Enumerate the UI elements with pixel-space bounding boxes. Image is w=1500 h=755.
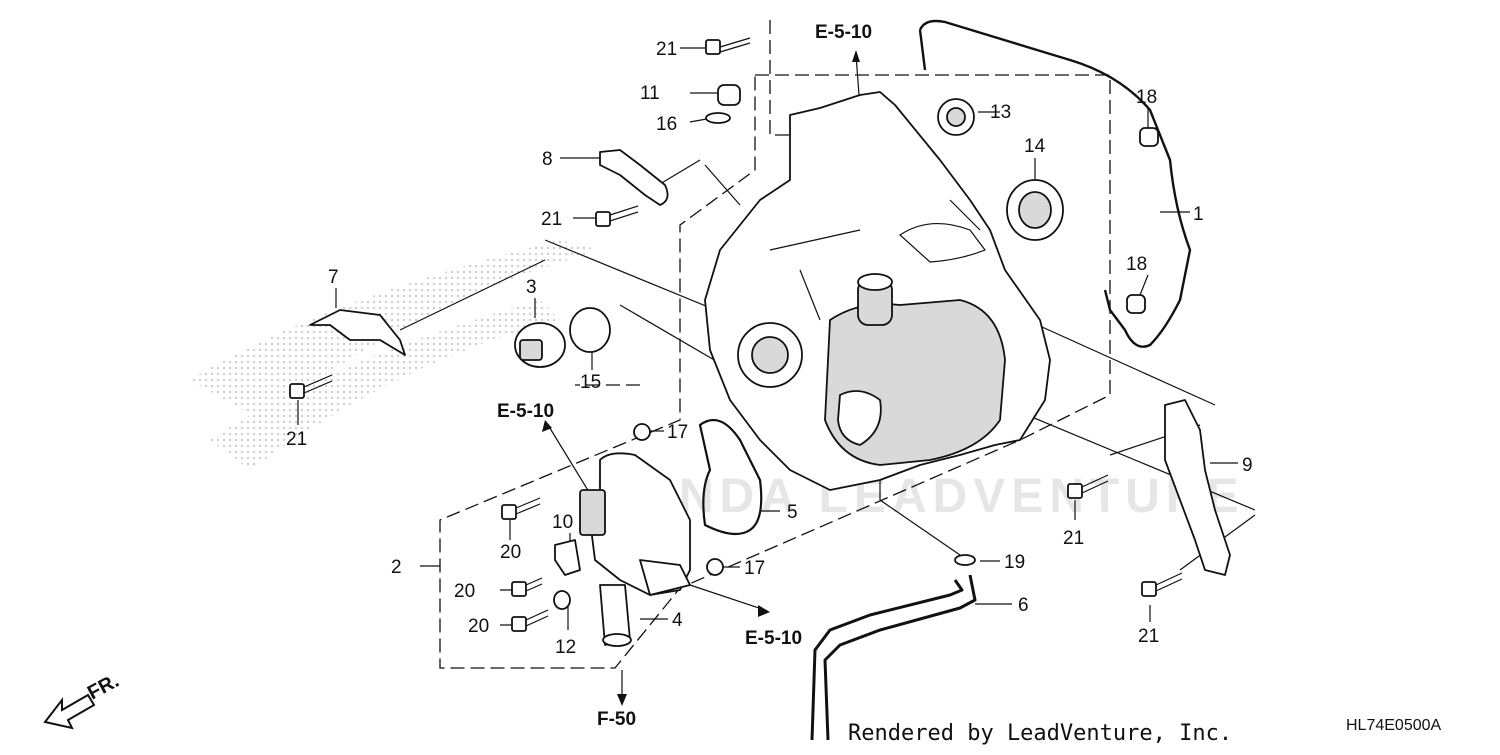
- callout-2: 2: [391, 557, 402, 578]
- plug-part-3: [514, 322, 566, 368]
- plug-part-17-top: [633, 423, 651, 441]
- callout-11: 11: [640, 83, 660, 104]
- dowel-pin-part-18-top: [1139, 127, 1159, 147]
- callout-18-bottom: 18: [1126, 254, 1147, 275]
- callout-1: 1: [1193, 204, 1204, 225]
- plug-part-17-bottom: [706, 558, 724, 576]
- water-pump-cover-part-10: [579, 452, 691, 596]
- ref-e5-10-top: E-5-10: [815, 22, 872, 43]
- callout-20-middle: 20: [454, 581, 475, 602]
- callout-4: 4: [672, 610, 683, 631]
- watermark-text: HONDA LEADVENTURE: [595, 470, 1245, 523]
- callout-19: 19: [1004, 552, 1025, 573]
- callout-10: 10: [552, 512, 573, 533]
- watermark-logo: HONDA LEADVENTURE: [190, 240, 1245, 523]
- washer-part-12: [553, 590, 571, 610]
- bolt-part-21-bottom-right: [1141, 572, 1183, 597]
- callout-21-right: 21: [1063, 528, 1084, 549]
- callout-21-upper-left: 21: [541, 209, 562, 230]
- hose-part-6-inner: [810, 579, 964, 741]
- crankcase-cover-part-2: [704, 91, 1051, 491]
- callout-9: 9: [1242, 455, 1253, 476]
- bolt-part-21-left: [289, 374, 333, 399]
- callout-17-bottom: 17: [744, 558, 765, 579]
- bolt-part-21-right: [1067, 474, 1109, 499]
- clip-part-19: [954, 554, 976, 566]
- bolt-part-21-top: [705, 37, 751, 55]
- ref-f50: F-50: [597, 709, 636, 730]
- callout-21-bottom-right: 21: [1138, 626, 1159, 647]
- bolt-part-20-bottom: [511, 609, 549, 632]
- cap-part-11: [717, 84, 741, 106]
- assembly-outline: [439, 20, 1111, 669]
- callout-6: 6: [1018, 595, 1029, 616]
- oil-seal-part-14: [1006, 179, 1064, 241]
- hose-joint-part-4: [599, 584, 632, 647]
- front-direction-arrow: FR.: [43, 670, 123, 730]
- callout-21-left: 21: [286, 429, 307, 450]
- gasket-part-1: [918, 19, 1192, 348]
- callout-15: 15: [580, 372, 601, 393]
- ref-e5-10-bottom: E-5-10: [745, 628, 802, 649]
- bearing-part-13: [937, 98, 975, 136]
- callout-20-top: 20: [500, 542, 521, 563]
- bolt-part-20-top: [501, 497, 541, 520]
- ref-e5-10-left: E-5-10: [497, 401, 554, 422]
- callout-16: 16: [656, 114, 677, 135]
- bolt-part-21-upper-left: [595, 205, 639, 227]
- dowel-pin-part-18-bottom: [1126, 294, 1146, 314]
- o-ring-part-16: [705, 112, 731, 124]
- callout-17-top: 17: [667, 422, 688, 443]
- bracket-part-9: [1164, 399, 1231, 576]
- callout-21-top: 21: [656, 39, 677, 60]
- callout-13: 13: [990, 102, 1011, 123]
- callout-8: 8: [542, 149, 553, 170]
- reference-arrows: [542, 50, 860, 706]
- callout-7: 7: [328, 267, 339, 288]
- cover-part-7: [309, 309, 406, 356]
- callout-3: 3: [526, 277, 537, 298]
- callout-14: 14: [1024, 136, 1046, 157]
- bolt-part-20-middle: [511, 577, 543, 597]
- diagram-code: HL74E0500A: [1346, 717, 1442, 734]
- callout-12: 12: [555, 637, 576, 658]
- tab-part-10: [554, 539, 581, 576]
- callout-5: 5: [787, 502, 798, 523]
- o-ring-part-15: [569, 307, 611, 353]
- gasket-part-5: [698, 418, 763, 536]
- bracket-part-8: [599, 149, 669, 206]
- callout-18-top: 18: [1136, 87, 1157, 108]
- credit-text: Rendered by LeadVenture, Inc.: [848, 721, 1232, 746]
- callout-20-bottom: 20: [468, 616, 489, 637]
- hose-part-6: [823, 574, 977, 741]
